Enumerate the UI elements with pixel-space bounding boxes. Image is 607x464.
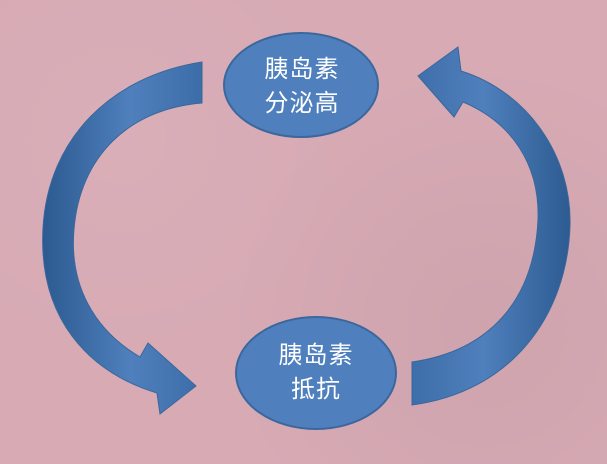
- left-cycle-arrow: [42, 61, 203, 415]
- right-cycle-arrow: [411, 46, 571, 406]
- top-node-label: 胰岛素 分泌高: [222, 52, 382, 120]
- top-node-ellipse: [223, 32, 379, 138]
- bottom-node-line-1: 胰岛素: [278, 341, 354, 369]
- bottom-node-ellipse: [235, 316, 397, 430]
- top-node-line-2: 分泌高: [264, 89, 340, 117]
- bottom-node-label: 胰岛素 抵抗: [236, 338, 396, 406]
- top-node-line-1: 胰岛素: [264, 55, 340, 83]
- bottom-node-line-2: 抵抗: [291, 375, 341, 403]
